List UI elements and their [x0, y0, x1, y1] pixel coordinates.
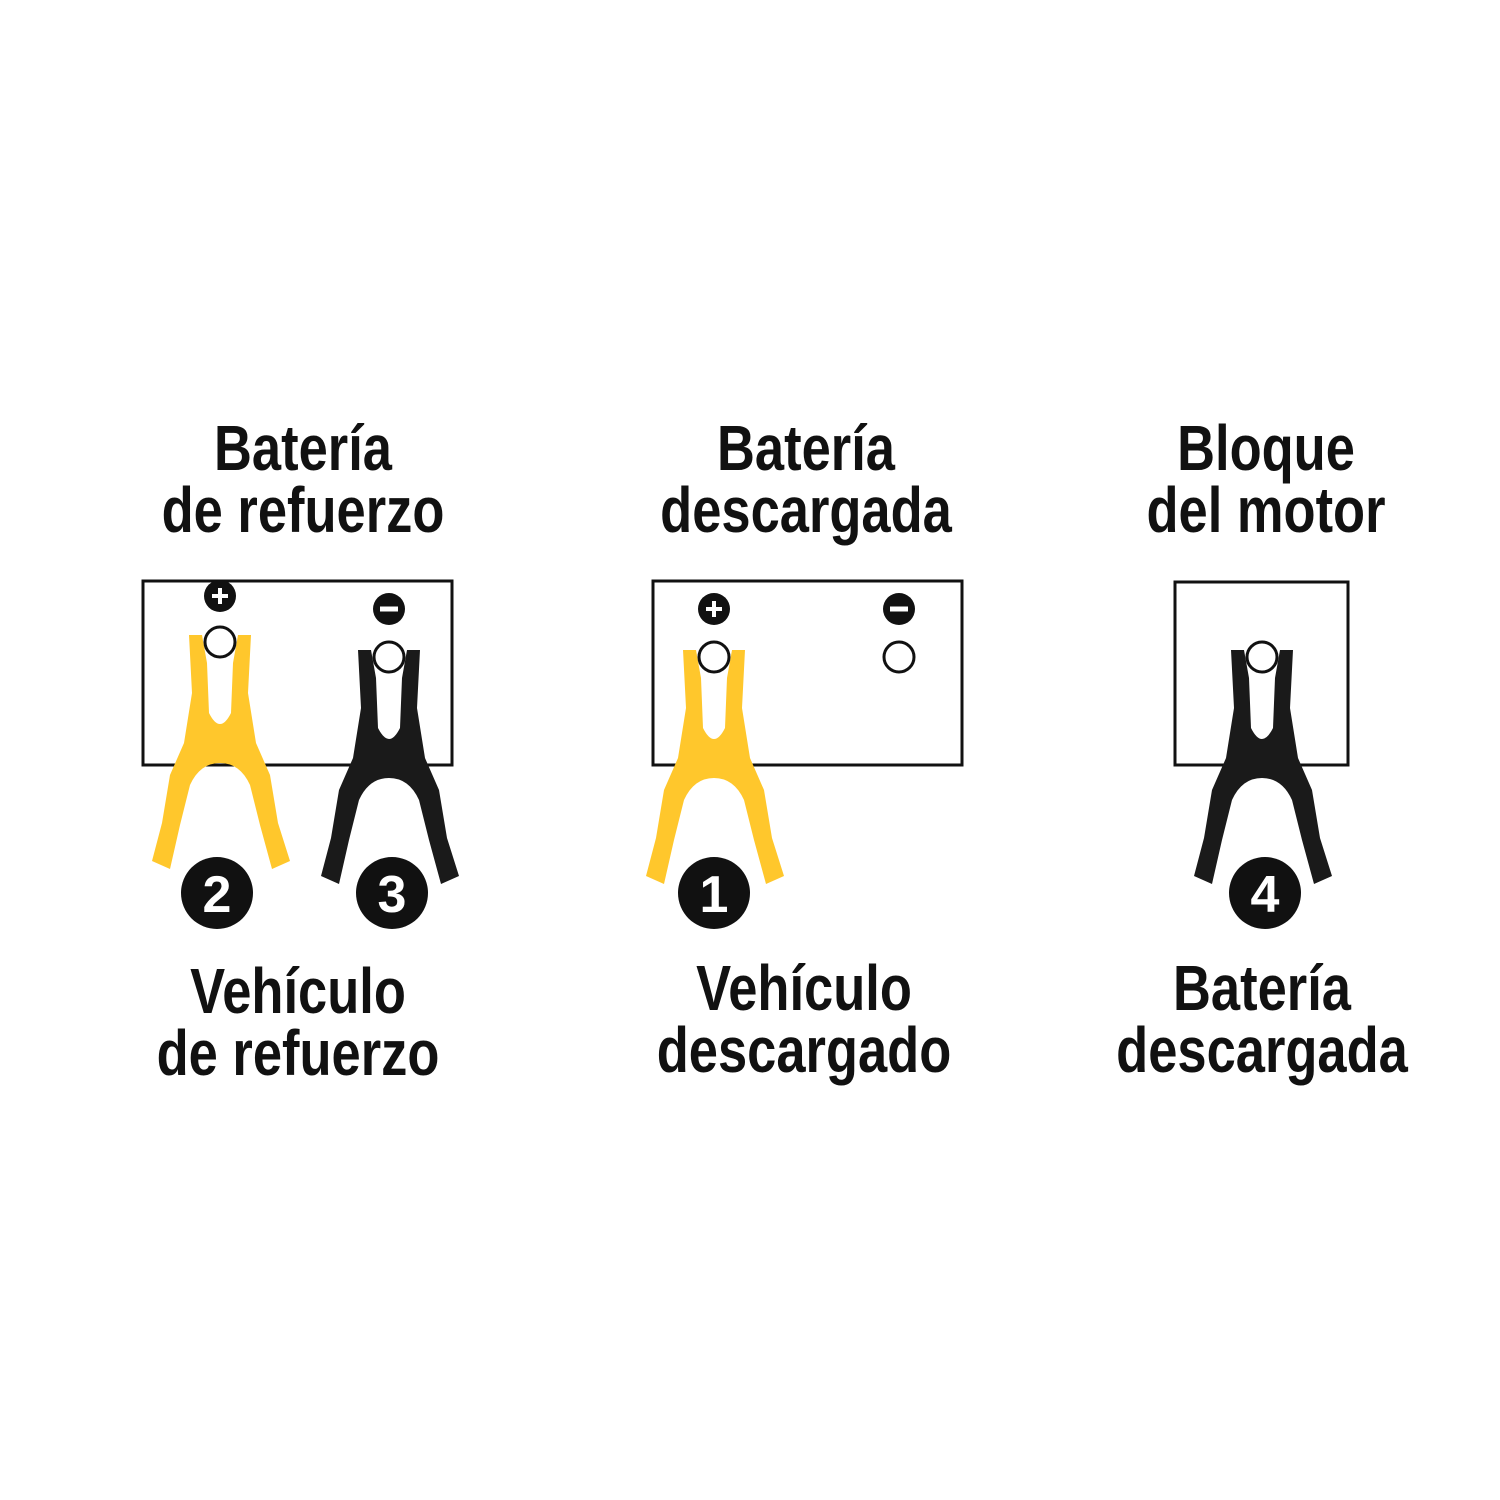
negative-sign-icon — [373, 593, 405, 625]
engine-block-label-line1: Bloque — [1177, 413, 1355, 484]
booster-battery-box — [141, 579, 454, 767]
positive-clamp-icon — [152, 635, 290, 869]
negative-clamp-icon — [1194, 650, 1332, 884]
ground-point — [1245, 640, 1279, 674]
negative-terminal — [372, 640, 406, 674]
panel-discharged: Batería descargada 1 Vehículo descargado — [646, 413, 964, 1086]
panel-booster: Batería de refuerzo 2 3 Vehículo de refu… — [141, 413, 459, 1089]
booster-battery-label-line2: de refuerzo — [162, 475, 445, 546]
engine-block-label-line2: del motor — [1146, 475, 1385, 546]
discharged-battery-bottom-label-line2: descargada — [1116, 1015, 1408, 1086]
negative-sign-icon — [883, 593, 915, 625]
booster-vehicle-label-line1: Vehículo — [190, 956, 406, 1027]
positive-sign-icon — [698, 593, 730, 625]
positive-terminal — [203, 625, 237, 659]
step-number: 2 — [203, 866, 232, 924]
step-badge-4 — [1229, 857, 1301, 929]
discharged-battery-box — [651, 579, 964, 767]
step-number: 1 — [700, 866, 729, 924]
step-badge-3 — [356, 857, 428, 929]
step-badge-1 — [678, 857, 750, 929]
discharged-battery-label-line1: Batería — [717, 413, 895, 484]
booster-battery-label-line1: Batería — [214, 413, 392, 484]
booster-vehicle-label-line2: de refuerzo — [157, 1018, 440, 1089]
positive-terminal — [697, 640, 731, 674]
discharged-battery-label-line2: descargada — [660, 475, 952, 546]
discharged-vehicle-label-line2: descargado — [657, 1015, 952, 1086]
step-badge-2 — [181, 857, 253, 929]
discharged-vehicle-label-line1: Vehículo — [696, 953, 912, 1024]
negative-clamp-icon — [321, 650, 459, 884]
positive-clamp-icon — [646, 650, 784, 884]
engine-block-box — [1173, 580, 1350, 767]
discharged-battery-bottom-label-line1: Batería — [1173, 953, 1351, 1024]
negative-terminal — [882, 640, 916, 674]
panel-engine-block: Bloque del motor 4 Batería descargada — [1116, 413, 1408, 1086]
step-number: 4 — [1251, 866, 1280, 924]
positive-sign-icon — [204, 580, 236, 612]
step-number: 3 — [378, 866, 407, 924]
